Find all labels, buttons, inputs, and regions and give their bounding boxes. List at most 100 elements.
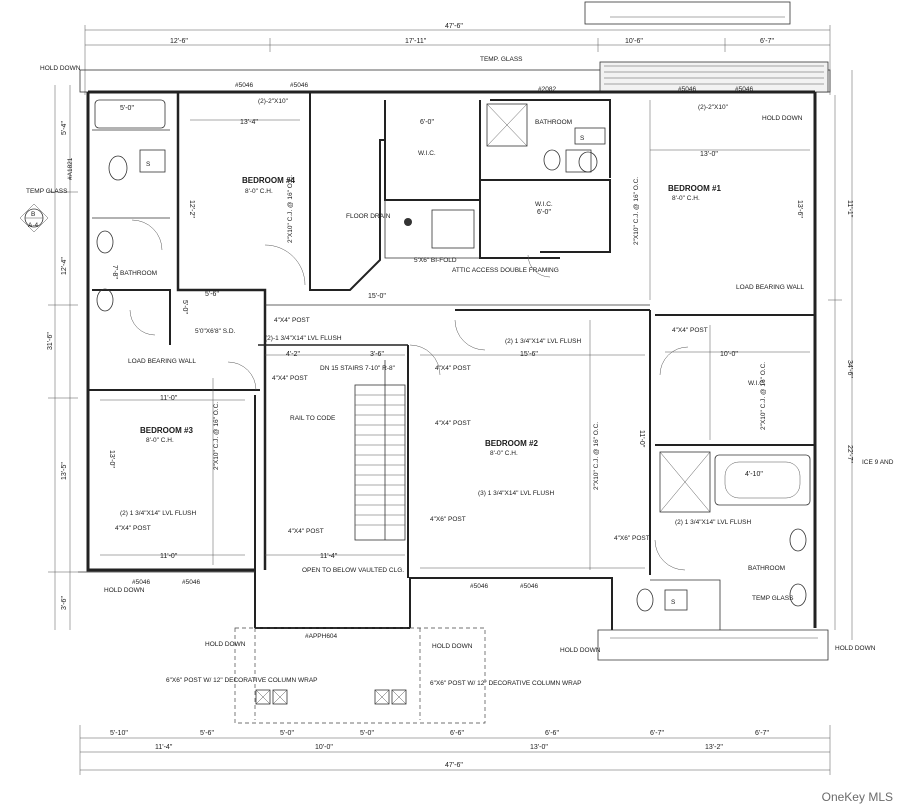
header-2x10-b: (2)-2"X10" bbox=[698, 104, 729, 111]
window-5046-d: #5046 bbox=[735, 86, 753, 93]
window-5046-f: #5046 bbox=[182, 579, 200, 586]
temp-glass-top: TEMP. GLASS bbox=[480, 56, 523, 63]
dim-top-overall: 47'-6" bbox=[445, 23, 463, 30]
column-icon-3 bbox=[374, 689, 390, 705]
bathroom-br: BATHROOM bbox=[748, 565, 785, 572]
bathroom-left: BATHROOM bbox=[120, 270, 157, 277]
dim-bottom-4: 5'-0" bbox=[360, 730, 374, 737]
hold-down-br2: HOLD DOWN bbox=[835, 645, 876, 652]
column-icon-4 bbox=[391, 689, 407, 705]
cabinet-icon bbox=[139, 149, 166, 173]
hold-down-bm: HOLD DOWN bbox=[205, 641, 246, 648]
inner-dim-20: 11'-0" bbox=[638, 430, 645, 448]
deco-post-right: 6"X6" POST W/ 12" DECORATIVE COLUMN WRAP bbox=[430, 680, 582, 687]
bedroom4-ceiling: 8'-0" C.H. bbox=[245, 188, 273, 195]
inner-dim-4: 13'-0" bbox=[700, 151, 718, 158]
dim-top-1: 12'-6" bbox=[170, 38, 188, 45]
wic-3: W.I.C. bbox=[748, 380, 766, 387]
post-4x4-d: 4"X4" POST bbox=[435, 420, 471, 427]
dim-bottom-5: 6'-6" bbox=[450, 730, 464, 737]
load-bearing-right: LOAD BEARING WALL bbox=[736, 284, 804, 291]
post-4x4-b: 4"X4" POST bbox=[272, 375, 308, 382]
bedroom2-name: BEDROOM #2 bbox=[485, 439, 538, 448]
lvl-e: (2) 1 3/4"X14" LVL FLUSH bbox=[675, 519, 751, 526]
ice-note: ICE 9 AND bbox=[862, 459, 894, 466]
section-marker: B A-4 bbox=[19, 203, 49, 233]
annotations: HOLD DOWN TEMP. GLASS TEMP GLASS #5046 #… bbox=[26, 56, 876, 687]
inner-dim-15: 4'-10" bbox=[745, 471, 763, 478]
hold-down-br: HOLD DOWN bbox=[560, 647, 601, 654]
right-dimensions: 11'-1" 13'-6" 34'-6" 22'-7" ICE 9 AND bbox=[796, 70, 894, 640]
hold-down-tr: HOLD DOWN bbox=[762, 115, 803, 122]
post-4x6-a: 4"X6" POST bbox=[430, 516, 466, 523]
dim-bottom-10: 10'-0" bbox=[315, 744, 333, 751]
lvl-c: (2) 1 3/4"X14" LVL FLUSH bbox=[120, 510, 196, 517]
dim-left-1: 5'-4" bbox=[61, 121, 68, 135]
dim-right-4: 22'-7" bbox=[846, 445, 853, 463]
dim-top-4: 6'-7" bbox=[760, 38, 774, 45]
dim-bottom-7: 6'-7" bbox=[650, 730, 664, 737]
dim-right-1: 11'-1" bbox=[846, 200, 853, 218]
window-5046-a: #5046 bbox=[235, 82, 253, 89]
bedroom1-name: BEDROOM #1 bbox=[668, 184, 721, 193]
dim-bottom-8: 6'-7" bbox=[755, 730, 769, 737]
shower-icon-2 bbox=[659, 451, 711, 513]
header-2x10-a: (2)-2"X10" bbox=[258, 98, 289, 105]
post-4x4-c: 4"X4" POST bbox=[435, 365, 471, 372]
dim-top-3: 10'-6" bbox=[625, 38, 643, 45]
watermark: OneKey MLS bbox=[821, 790, 893, 804]
attic-access: ATTIC ACCESS DOUBLE FRAMING bbox=[452, 267, 559, 274]
interior-walls bbox=[88, 92, 815, 630]
dim-right-3: 34'-6" bbox=[846, 360, 853, 378]
bedroom3-ceiling: 8'-0" C.H. bbox=[146, 437, 174, 444]
bottom-dimensions: 5'-10" 5'-6" 5'-0" 5'-0" 6'-6" 6'-6" 6'-… bbox=[79, 725, 831, 775]
column-icon bbox=[255, 689, 271, 705]
dim-left-5: 3'-6" bbox=[61, 596, 68, 610]
hold-down-bl: HOLD DOWN bbox=[104, 587, 145, 594]
dim-bottom-3: 5'-0" bbox=[280, 730, 294, 737]
hold-down-tl: HOLD DOWN bbox=[40, 65, 81, 72]
structural-lines bbox=[100, 100, 810, 570]
shower-icon bbox=[486, 103, 528, 147]
dim-bottom-1: 5'-10" bbox=[110, 730, 128, 737]
bathtub-tl bbox=[94, 99, 166, 129]
inner-dim-13: 11'-0" bbox=[160, 553, 178, 560]
s-icon-2: S bbox=[580, 135, 585, 142]
window-2082: #2082 bbox=[538, 86, 556, 93]
wic-1: W.I.C. bbox=[418, 150, 436, 157]
exterior-walls bbox=[78, 61, 831, 661]
joist-a: 2"X10" C.J. @ 16" O.C. bbox=[287, 175, 294, 243]
front-porch bbox=[234, 627, 486, 724]
bedroom2-ceiling: 8'-0" C.H. bbox=[490, 450, 518, 457]
temp-glass-left: TEMP GLASS bbox=[26, 188, 68, 195]
toilet-icon-2 bbox=[543, 149, 561, 171]
post-4x6-b: 4"X6" POST bbox=[614, 535, 650, 542]
temp-glass-br: TEMP GLASS bbox=[752, 595, 794, 602]
dim-top-2: 17'-11" bbox=[405, 38, 427, 45]
door-swings bbox=[129, 219, 689, 571]
title-block bbox=[584, 1, 791, 25]
inner-dim-5: 6'-0" bbox=[537, 209, 551, 216]
utility-sink bbox=[431, 209, 475, 249]
inner-dim-18: 5'-0" bbox=[181, 300, 188, 314]
joist-d: 2"X10" C.J. @ 16" O.C. bbox=[593, 422, 600, 490]
rail-note: RAIL TO CODE bbox=[290, 415, 336, 422]
inner-dim-8: 4'-2" bbox=[286, 351, 300, 358]
dim-left-2: 12'-4" bbox=[61, 257, 68, 275]
sliding-door: 5'0"X6'8" S.D. bbox=[195, 328, 236, 335]
window-5046-b: #5046 bbox=[290, 82, 308, 89]
inner-dim-1: 5'-0" bbox=[120, 105, 134, 112]
left-dimensions: 5'-4" 12'-4" 31'-6" 13'-5" 3'-6" bbox=[47, 85, 78, 630]
lvl-b: (2) 1 3/4"X14" LVL FLUSH bbox=[505, 338, 581, 345]
inner-dim-19: 13'-0" bbox=[108, 450, 115, 468]
post-4x4-a: 4"X4" POST bbox=[274, 317, 310, 324]
inner-dim-16: 12'-2" bbox=[188, 200, 195, 218]
bedroom1-ceiling: 8'-0" C.H. bbox=[672, 195, 700, 202]
column-icon-2 bbox=[272, 689, 288, 705]
section-sheet: A-4 bbox=[28, 222, 39, 229]
lvl-d: (3) 1 3/4"X14" LVL FLUSH bbox=[478, 490, 554, 497]
dim-bottom-6: 6'-6" bbox=[545, 730, 559, 737]
inner-dim-14: 11'-4" bbox=[320, 553, 338, 560]
post-4x4-g: 4"X4" POST bbox=[288, 528, 324, 535]
floor-drain-icon bbox=[404, 218, 412, 226]
